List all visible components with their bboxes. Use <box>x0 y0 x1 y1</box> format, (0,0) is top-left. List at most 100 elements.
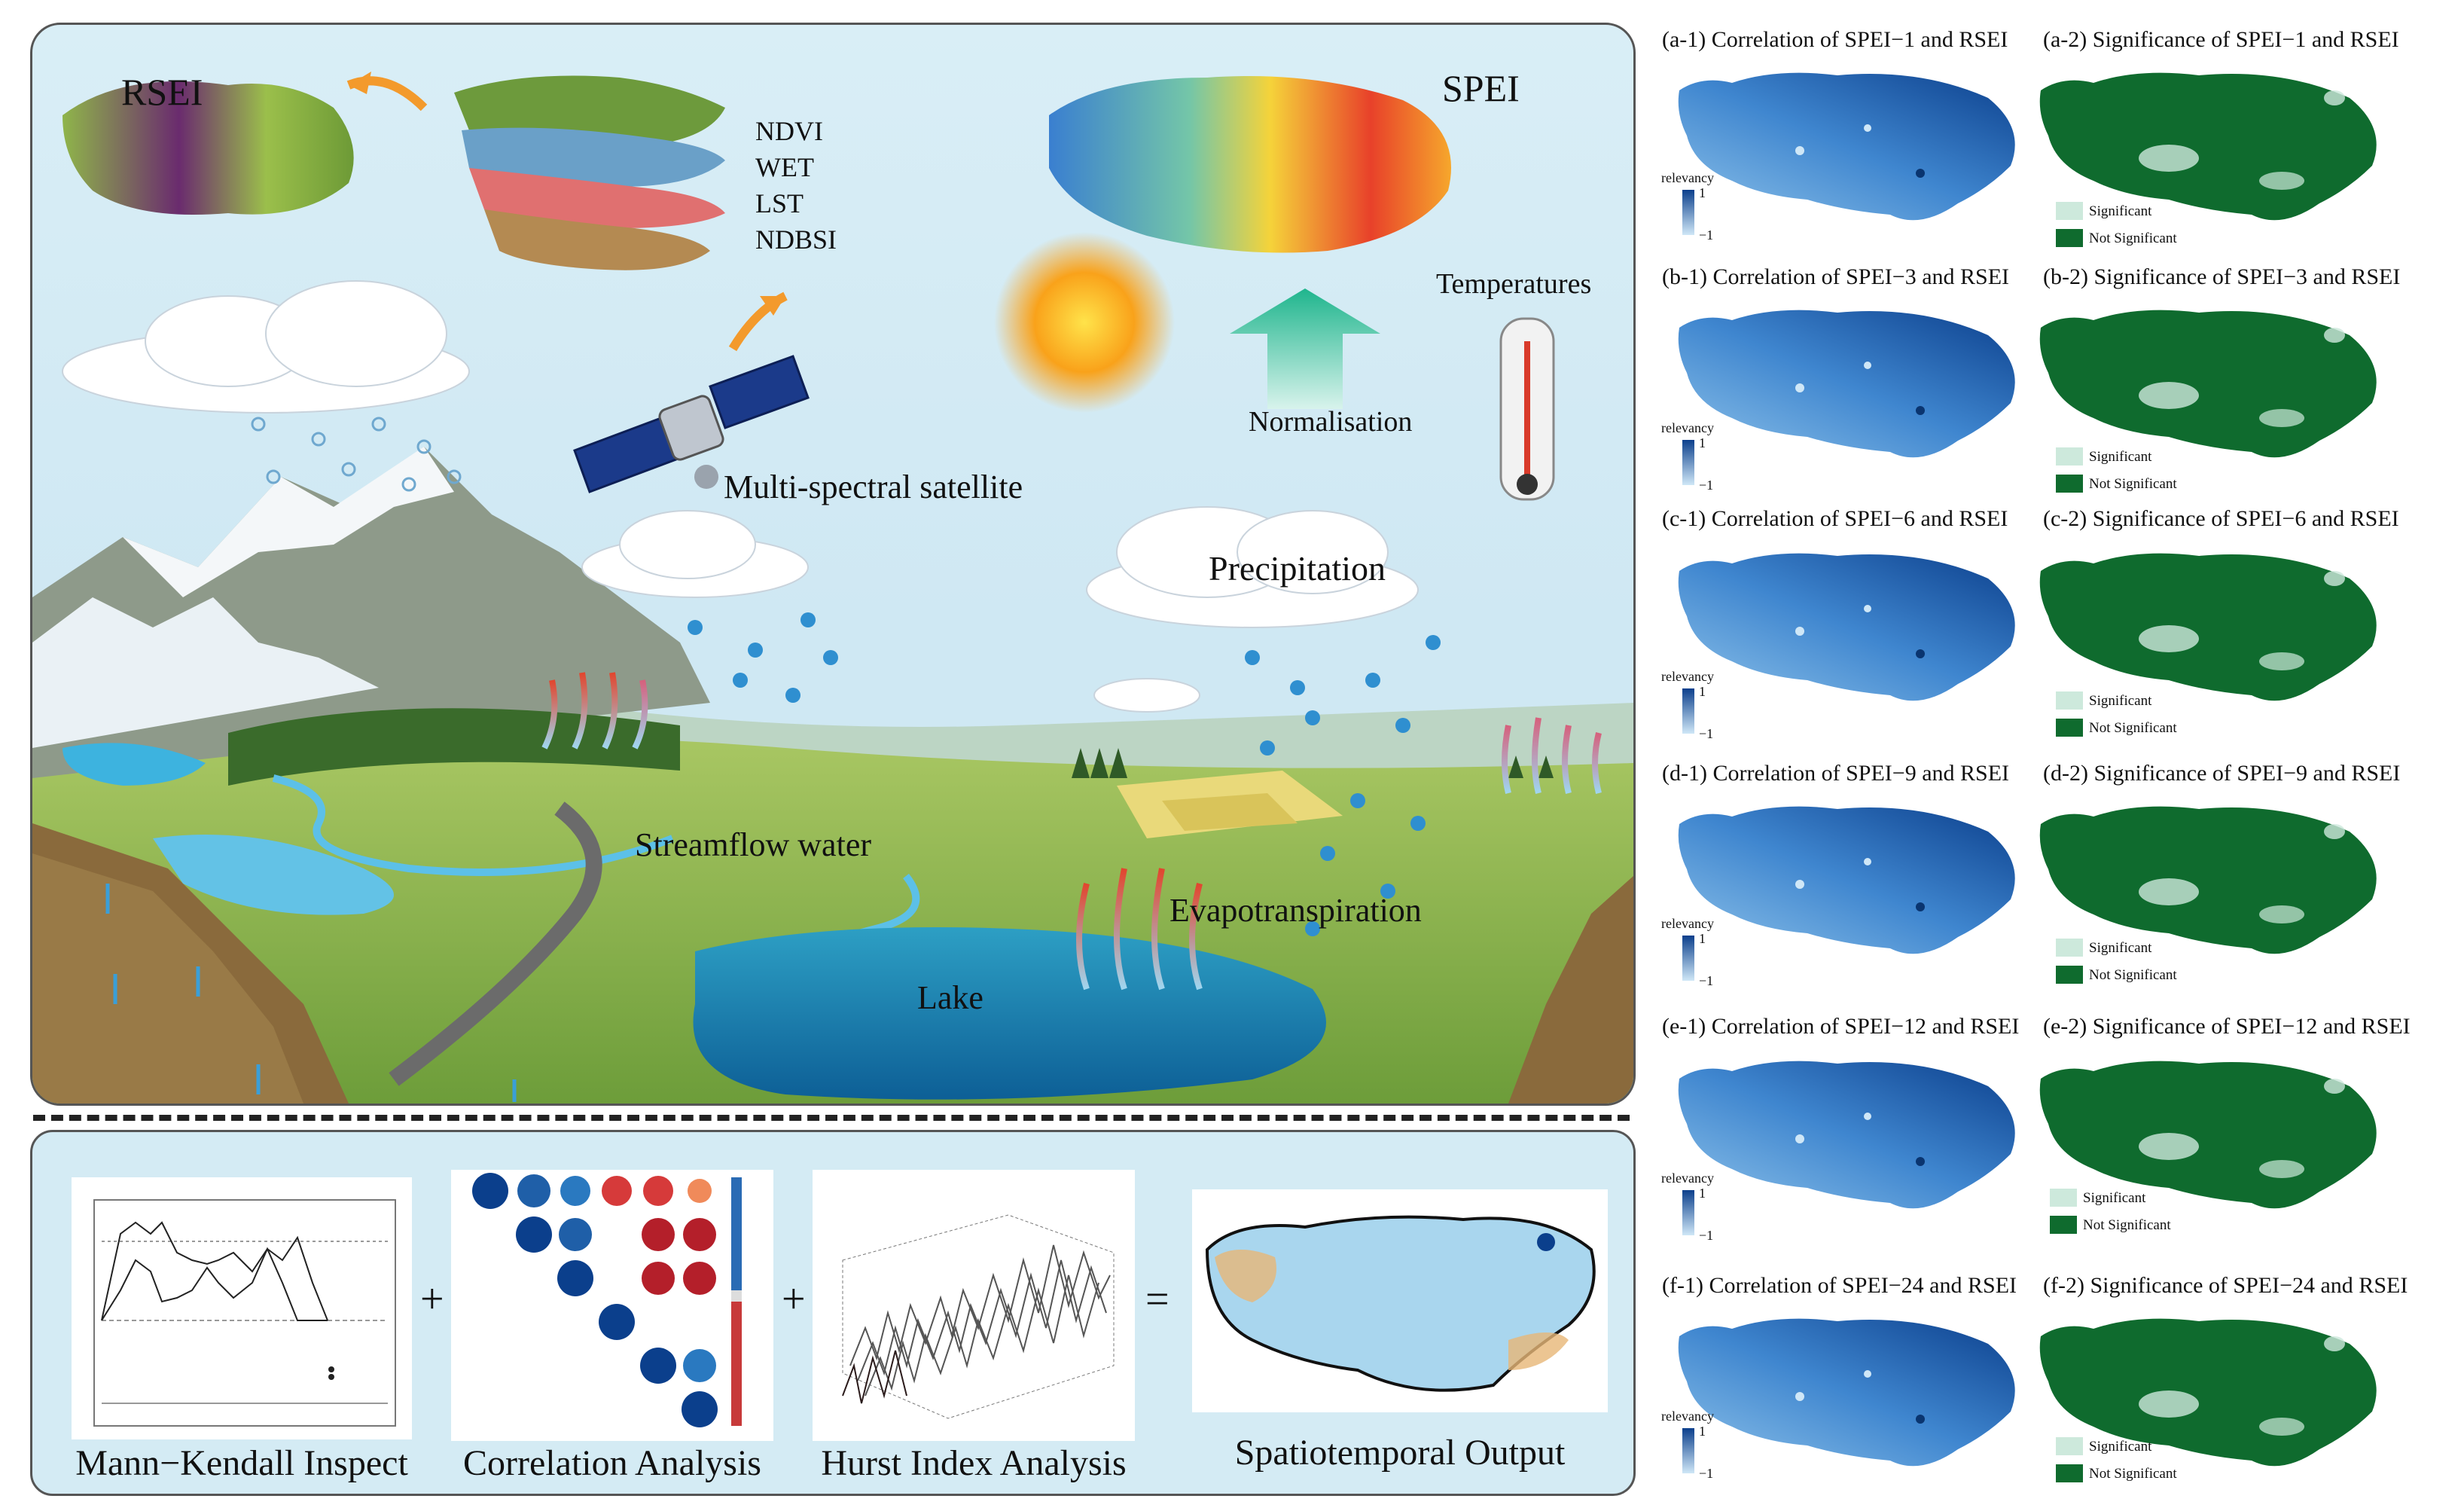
spatiotemporal-card <box>1192 1189 1608 1412</box>
not-significant-swatch <box>2056 229 2083 247</box>
legend-label: relevancy <box>1661 170 1714 185</box>
wet-label: WET <box>755 152 814 182</box>
panel-e2-title: (e-2) Significance of SPEI−12 and RSEI <box>2043 1014 2411 1039</box>
panel-f1-title: (f-1) Correlation of SPEI−24 and RSEI <box>1662 1273 2017 1298</box>
legend-label: relevancy <box>1661 420 1714 435</box>
rsei-map <box>63 81 354 215</box>
temperatures-label: Temperatures <box>1436 268 1592 300</box>
panel-d2-title: (d-2) Significance of SPEI−9 and RSEI <box>2043 761 2401 786</box>
not-significant-swatch <box>2056 475 2083 493</box>
not-significant-label: Not Significant <box>2089 967 2177 983</box>
hurst-surface-plot <box>842 1214 1115 1419</box>
section-divider <box>33 1115 1630 1121</box>
corr-legend-e: relevancy 1 −1 <box>1661 1171 1729 1246</box>
legend-colorbar <box>1682 688 1694 734</box>
streamflow-label: Streamflow water <box>635 826 871 863</box>
sig-legend-a: Significant Not Significant <box>2056 202 2206 255</box>
lake-label: Lake <box>917 979 983 1016</box>
satellite-label: Multi-spectral satellite <box>724 469 1023 505</box>
corr-legend-a: relevancy 1 −1 <box>1661 170 1729 246</box>
significant-swatch <box>2050 1189 2077 1207</box>
panel-f2-title: (f-2) Significance of SPEI−24 and RSEI <box>2043 1273 2408 1298</box>
spatiotemporal-map <box>1205 1215 1596 1392</box>
precipitation-label: Precipitation <box>1209 549 1386 588</box>
corr-legend-b: relevancy 1 −1 <box>1661 420 1729 496</box>
rsei-label: RSEI <box>121 71 203 113</box>
significant-label: Significant <box>2089 203 2152 219</box>
significant-swatch <box>2056 691 2083 710</box>
sig-legend-d: Significant Not Significant <box>2056 939 2206 991</box>
legend-min: −1 <box>1699 973 1714 988</box>
panel-a1-title: (a-1) Correlation of SPEI−1 and RSEI <box>1662 27 2008 52</box>
significant-swatch <box>2056 1437 2083 1455</box>
sig-legend-b: Significant Not Significant <box>2056 447 2206 500</box>
significance-map-b <box>2039 310 2377 458</box>
water-cycle-scene: RSEI SPEI NDVI WET LST NDBSI Temperature… <box>30 23 1636 1106</box>
plus-operator-2: + <box>782 1276 806 1323</box>
not-significant-swatch <box>2056 966 2083 984</box>
legend-colorbar <box>1682 1428 1694 1473</box>
not-significant-label: Not Significant <box>2089 230 2177 246</box>
legend-label: relevancy <box>1661 1171 1714 1186</box>
correlation-caption: Correlation Analysis <box>463 1443 761 1483</box>
legend-colorbar <box>1682 440 1694 485</box>
legend-max: 1 <box>1699 185 1706 200</box>
normalisation-label: Normalisation <box>1249 406 1413 438</box>
legend-min: −1 <box>1699 726 1714 741</box>
scene-illustration <box>32 72 1633 1104</box>
not-significant-label: Not Significant <box>2089 476 2177 492</box>
panel-a2-title: (a-2) Significance of SPEI−1 and RSEI <box>2043 27 2399 52</box>
plus-operator-1: + <box>420 1276 444 1323</box>
significant-swatch <box>2056 202 2083 220</box>
not-significant-label: Not Significant <box>2089 720 2177 736</box>
ndbsi-label: NDBSI <box>755 224 837 255</box>
mann-kendall-plot <box>93 1199 396 1427</box>
significant-label: Significant <box>2089 1439 2152 1455</box>
legend-label: relevancy <box>1661 916 1714 931</box>
not-significant-swatch <box>2050 1216 2077 1234</box>
mann-kendall-caption: Mann−Kendall Inspect <box>75 1443 408 1483</box>
legend-max: 1 <box>1699 435 1706 450</box>
not-significant-label: Not Significant <box>2083 1217 2171 1233</box>
legend-min: −1 <box>1699 1228 1714 1243</box>
corr-legend-f: relevancy 1 −1 <box>1661 1409 1729 1484</box>
spei-label: SPEI <box>1442 67 1520 109</box>
legend-max: 1 <box>1699 1424 1706 1439</box>
lst-label: LST <box>755 188 804 218</box>
hurst-card <box>813 1170 1135 1441</box>
spatiotemporal-caption: Spatiotemporal Output <box>1234 1433 1566 1473</box>
ndvi-label: NDVI <box>755 116 823 146</box>
not-significant-label: Not Significant <box>2089 1466 2177 1482</box>
legend-max: 1 <box>1699 1186 1706 1201</box>
thermometer-icon <box>1499 317 1555 501</box>
legend-colorbar <box>1682 1190 1694 1235</box>
legend-label: relevancy <box>1661 669 1714 684</box>
equals-operator: = <box>1145 1276 1169 1323</box>
significant-label: Significant <box>2089 449 2152 465</box>
not-significant-swatch <box>2056 1464 2083 1482</box>
sig-legend-c: Significant Not Significant <box>2056 691 2206 744</box>
hurst-caption: Hurst Index Analysis <box>821 1443 1127 1483</box>
sig-legend-f: Significant Not Significant <box>2056 1437 2206 1490</box>
methods-panel: + + <box>30 1130 1636 1496</box>
significant-label: Significant <box>2083 1190 2146 1206</box>
mann-kendall-card <box>72 1177 412 1439</box>
legend-colorbar <box>1682 936 1694 981</box>
panel-c1-title: (c-1) Correlation of SPEI−6 and RSEI <box>1662 506 2008 531</box>
evapotranspiration-label: Evapotranspiration <box>1169 892 1422 929</box>
legend-min: −1 <box>1699 1466 1714 1481</box>
legend-max: 1 <box>1699 684 1706 699</box>
sun-icon <box>994 232 1175 413</box>
legend-max: 1 <box>1699 931 1706 946</box>
panel-c2-title: (c-2) Significance of SPEI−6 and RSEI <box>2043 506 2399 531</box>
sig-legend-e: Significant Not Significant <box>2050 1189 2200 1241</box>
significant-label: Significant <box>2089 693 2152 709</box>
legend-colorbar <box>1682 190 1694 235</box>
panel-b2-title: (b-2) Significance of SPEI−3 and RSEI <box>2043 264 2401 289</box>
panel-d1-title: (d-1) Correlation of SPEI−9 and RSEI <box>1662 761 2010 786</box>
satellite-icon <box>573 355 810 493</box>
significant-swatch <box>2056 939 2083 957</box>
not-significant-swatch <box>2056 719 2083 737</box>
correlation-card <box>451 1170 773 1441</box>
legend-label: relevancy <box>1661 1409 1714 1424</box>
